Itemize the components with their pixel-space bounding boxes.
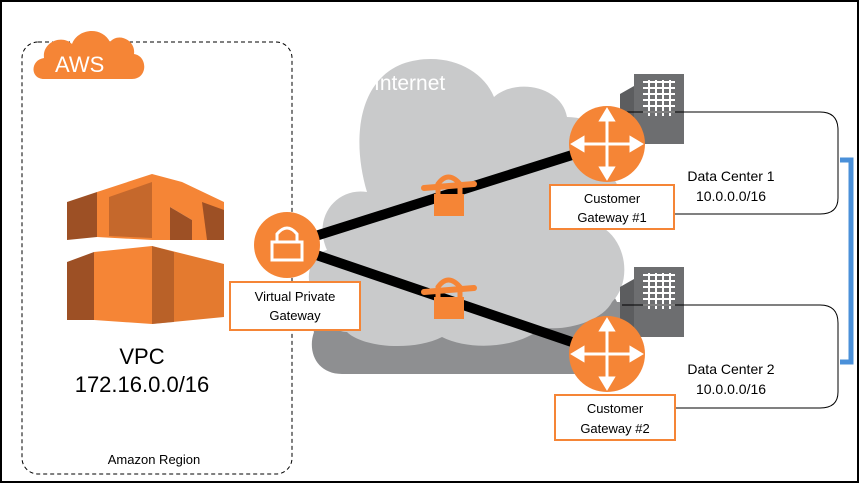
customer-gateway-2-router-icon — [569, 316, 645, 392]
data-center-interconnect-link — [840, 157, 854, 365]
data-center-2-outline — [622, 304, 839, 409]
vpc-icon — [67, 174, 224, 324]
data-center-1-name: Data Center 1 — [687, 168, 774, 184]
cgw1-label-line1: Customer — [584, 191, 641, 206]
data-center-1-cidr: 10.0.0.0/16 — [696, 188, 766, 204]
building-icon-2 — [620, 267, 684, 343]
vpg-label-line1: Virtual Private — [255, 289, 336, 304]
customer-gateway-2-label-box — [554, 394, 676, 441]
virtual-private-gateway-label-box — [229, 281, 361, 331]
aws-badge — [33, 30, 145, 79]
customer-gateway-1-label-box — [549, 184, 675, 230]
data-center-2-name: Data Center 2 — [687, 361, 774, 377]
padlock-icon-2 — [421, 277, 477, 319]
vpc-cidr: 172.16.0.0/16 — [75, 372, 210, 397]
cgw1-label-line2: Gateway #1 — [577, 210, 646, 225]
internet-label: Internet — [374, 72, 445, 95]
data-center-2-cidr: 10.0.0.0/16 — [696, 381, 766, 397]
aws-badge-label: AWS — [55, 52, 104, 77]
cgw2-label-line2: Gateway #2 — [580, 421, 649, 436]
vpg-label-line2: Gateway — [269, 308, 321, 323]
data-center-1-outline — [610, 111, 839, 215]
amazon-region-label: Amazon Region — [108, 452, 201, 467]
customer-gateway-1-router-icon — [569, 106, 645, 182]
virtual-private-gateway-icon — [254, 212, 320, 278]
padlock-icon-1 — [421, 174, 477, 216]
vpc-title: VPC — [119, 344, 164, 369]
cgw2-label-line1: Customer — [587, 401, 644, 416]
